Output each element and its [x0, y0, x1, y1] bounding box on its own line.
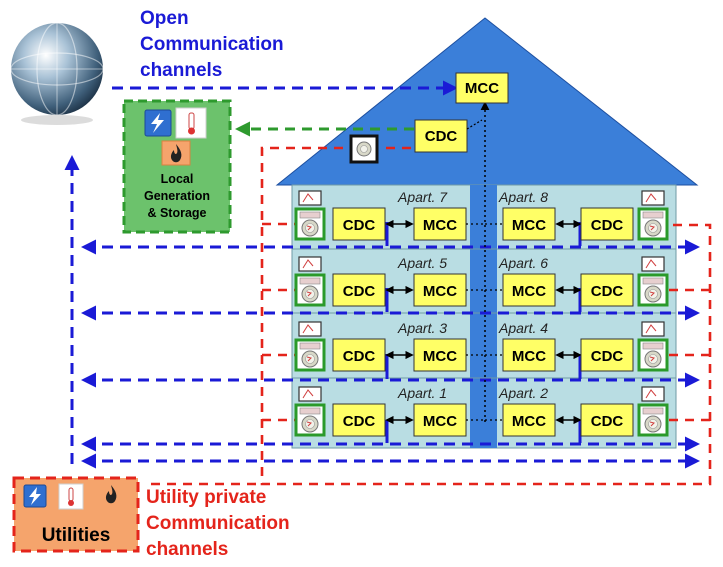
mcc-box: MCC — [502, 273, 556, 307]
cdc-box: CDC — [332, 273, 386, 307]
flame-icon — [105, 485, 117, 504]
mcc-box: MCC — [413, 403, 467, 437]
mcc-box: MCC — [502, 207, 556, 241]
globe-icon — [10, 22, 104, 125]
svg-text:CDC: CDC — [425, 128, 458, 145]
svg-text:Communication: Communication — [146, 513, 290, 534]
svg-text:MCC: MCC — [465, 80, 499, 97]
svg-text:& Storage: & Storage — [147, 206, 206, 220]
svg-text:MCC: MCC — [423, 283, 457, 300]
svg-text:CDC: CDC — [591, 217, 624, 234]
meter-icon — [637, 207, 669, 241]
mcc-box: MCC — [502, 403, 556, 437]
mcc-box: MCC — [413, 207, 467, 241]
apartment-label: Apart. 2 — [498, 385, 548, 401]
thermometer-icon — [175, 107, 207, 139]
electricity-icon — [23, 484, 47, 508]
meter-icon — [637, 403, 669, 437]
svg-text:Utility private: Utility private — [146, 487, 266, 508]
cdc-box: CDC — [332, 403, 386, 437]
private-channels-label: Utility private Communication channels — [146, 487, 290, 560]
apartment-label: Apart. 3 — [397, 320, 447, 336]
cdc-box: CDC — [580, 403, 634, 437]
meter-icon — [298, 190, 322, 206]
apartment-label: Apart. 4 — [498, 320, 548, 336]
svg-text:CDC: CDC — [343, 348, 376, 365]
svg-text:MCC: MCC — [423, 413, 457, 430]
meter-icon — [298, 321, 322, 337]
utilities-box: Utilities — [12, 476, 140, 553]
roof-cdc-box: CDC — [414, 119, 468, 153]
svg-text:MCC: MCC — [512, 283, 546, 300]
mcc-box: MCC — [413, 338, 467, 372]
meter-icon — [641, 256, 665, 272]
svg-text:channels: channels — [140, 60, 222, 81]
flame-icon — [161, 140, 191, 166]
meter-icon — [637, 273, 669, 307]
meter-icon — [294, 403, 326, 437]
svg-text:MCC: MCC — [423, 217, 457, 234]
svg-text:Generation: Generation — [144, 189, 210, 203]
meter-icon — [349, 134, 379, 164]
svg-text:CDC: CDC — [591, 348, 624, 365]
svg-text:CDC: CDC — [591, 413, 624, 430]
meter-icon — [298, 256, 322, 272]
apartment-rows: CDC MCC MCC CDC CDC MCC MCC CDC CDC MCC MCC CDC CDC M… — [294, 190, 669, 437]
thermometer-icon — [58, 483, 84, 510]
cdc-box: CDC — [332, 207, 386, 241]
meter-icon — [641, 386, 665, 402]
open-channels-label: Open Communication channels — [140, 8, 284, 81]
cdc-box: CDC — [332, 338, 386, 372]
meter-icon — [294, 338, 326, 372]
svg-text:channels: channels — [146, 539, 228, 560]
mcc-box: MCC — [413, 273, 467, 307]
svg-text:Communication: Communication — [140, 34, 284, 55]
mcc-box: MCC — [502, 338, 556, 372]
svg-text:MCC: MCC — [512, 348, 546, 365]
local-generation-storage: Local Generation & Storage — [122, 99, 232, 234]
meter-icon — [298, 386, 322, 402]
svg-text:CDC: CDC — [591, 283, 624, 300]
meter-icon — [641, 190, 665, 206]
meter-icon — [294, 207, 326, 241]
apartment-label: Apart. 8 — [498, 189, 548, 205]
meter-icon — [641, 321, 665, 337]
house-stairwell — [470, 185, 497, 448]
cdc-box: CDC — [580, 207, 634, 241]
svg-text:Open: Open — [140, 8, 189, 29]
svg-text:MCC: MCC — [512, 217, 546, 234]
cdc-box: CDC — [580, 273, 634, 307]
apartment-label: Apart. 6 — [498, 255, 548, 271]
cdc-box: CDC — [580, 338, 634, 372]
svg-text:CDC: CDC — [343, 413, 376, 430]
apartment-label: Apart. 7 — [397, 189, 448, 205]
svg-text:MCC: MCC — [423, 348, 457, 365]
roof-mcc-box: MCC — [455, 72, 509, 104]
utilities-label: Utilities — [42, 525, 111, 546]
svg-text:CDC: CDC — [343, 283, 376, 300]
svg-text:MCC: MCC — [512, 413, 546, 430]
meter-icon — [637, 338, 669, 372]
svg-text:Local: Local — [161, 172, 194, 186]
svg-text:CDC: CDC — [343, 217, 376, 234]
electricity-icon — [144, 109, 172, 137]
apartment-label: Apart. 1 — [397, 385, 447, 401]
meter-icon — [294, 273, 326, 307]
apartment-label: Apart. 5 — [397, 255, 447, 271]
